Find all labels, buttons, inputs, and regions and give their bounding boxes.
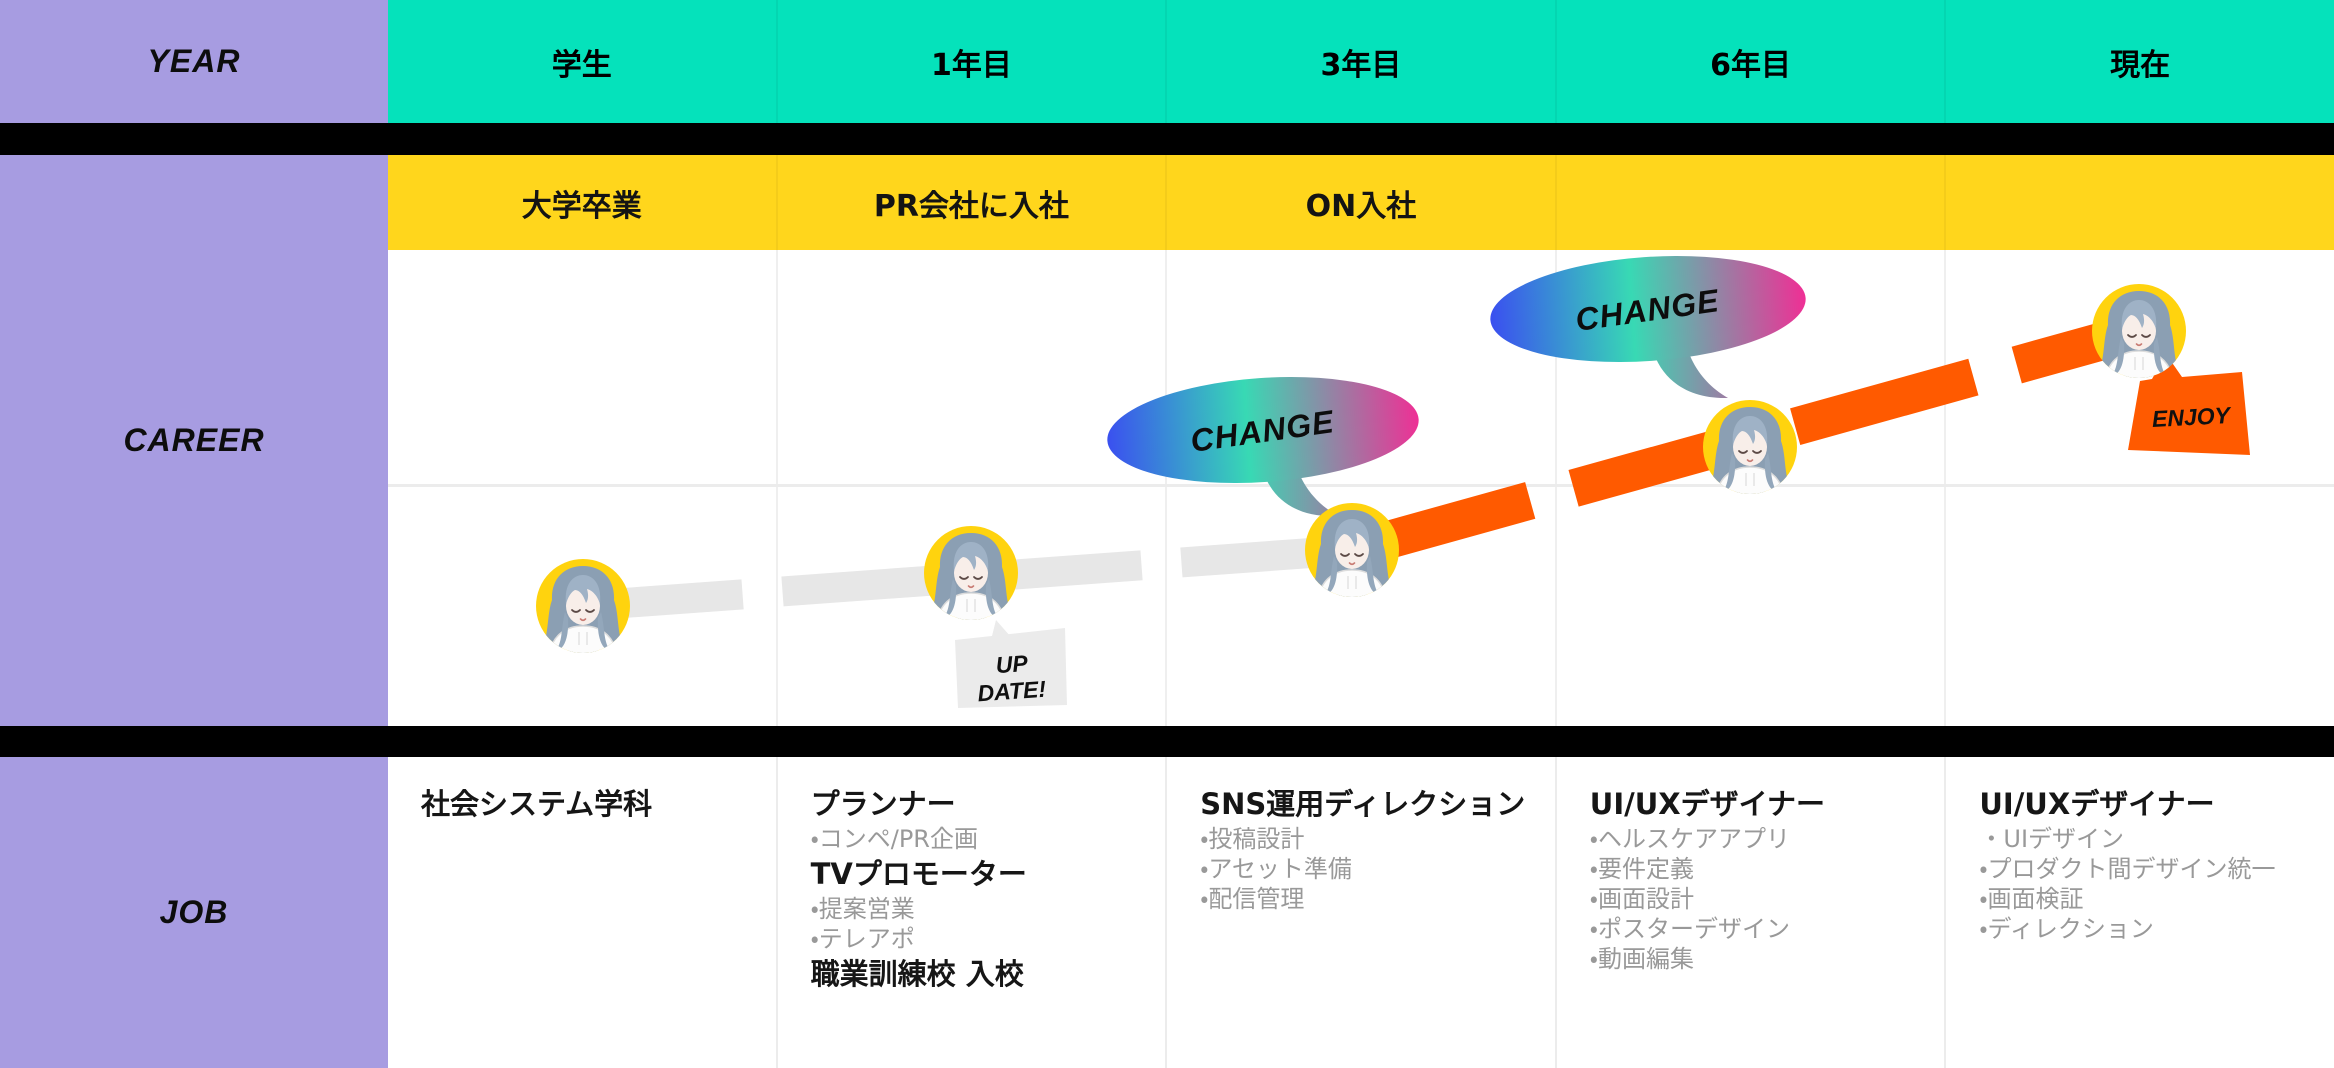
year-header-row: YEAR 学生 1年目 3年目 6年目 現在 [0,0,2334,123]
year-col-6th-year: 6年目 [1554,0,1945,123]
career-midline [388,484,2334,487]
career-canvas [388,250,2334,726]
job-title: UI/UXデザイナー [1979,787,2215,821]
column-separator [1165,250,1168,726]
milestone-pr-company: PR会社に入社 [775,155,1166,250]
job-bullet: ・アセット準備 [1200,855,1352,883]
job-title: プランナー [810,787,956,821]
job-col-now: UI/UXデザイナー・UIデザイン・プロダクト間デザイン統一・画面検証・ディレク… [1944,757,2334,1068]
job-bullet: ・配信管理 [1200,885,1305,913]
job-bullet: ・提案営業 [810,895,915,923]
job-title: SNS運用ディレクション [1200,787,1526,821]
career-row-label-cell: CAREER [0,155,388,726]
job-col-3rd-year: SNS運用ディレクション・投稿設計・アセット準備・配信管理 [1165,757,1555,1068]
job-bullet: ・画面設計 [1589,885,1694,913]
divider-bar-bottom [0,726,2334,757]
milestone-row: 大学卒業 PR会社に入社 ON入社 [388,155,2334,250]
milestone-on-join: ON入社 [1165,155,1555,250]
job-columns: 社会システム学科 プランナー・コンペ/PR企画 TVプロモーター・提案営業・テレア… [388,757,2334,1068]
year-col-now: 現在 [1944,0,2334,123]
job-title: 社会システム学科 [421,787,653,821]
year-col-1st-year: 1年目 [775,0,1166,123]
milestone-empty-1 [1554,155,1945,250]
career-row-label: CAREER [123,422,265,458]
job-bullet: ・コンペ/PR企画 [810,825,978,853]
job-row-label-cell: JOB [0,757,388,1068]
year-row-label: YEAR [147,43,241,79]
job-bullet: ・画面検証 [1979,885,2084,913]
job-bullet: ・プロダクト間デザイン統一 [1979,855,2276,883]
job-bullet: ・要件定義 [1589,855,1694,883]
job-bullet: ・UIデザイン [1979,825,2125,853]
career-section: CAREER 大学卒業 PR会社に入社 ON入社 [0,155,2334,726]
job-section: JOB 社会システム学科 プランナー・コンペ/PR企画 TVプロモーター・提案営業… [0,757,2334,1068]
year-row-label-cell: YEAR [0,0,388,123]
milestone-university-graduation: 大学卒業 [521,188,642,224]
job-bullet: ・ポスターデザイン [1589,915,1790,943]
job-bullet: ・テレアポ [810,925,915,953]
job-bullet: ・ヘルスケアアプリ [1589,825,1790,853]
job-row-label: JOB [159,894,229,930]
column-separator [1943,250,1946,726]
year-col-3rd-year: 3年目 [1165,0,1555,123]
column-separator [1554,250,1557,726]
job-title: 職業訓練校 入校 [810,957,1024,991]
column-separator [776,250,779,726]
divider-bar-top [0,123,2334,155]
job-title: TVプロモーター [810,857,1027,891]
year-col-student: 学生 [388,0,776,123]
job-bullet: ・ディレクション [1979,915,2154,943]
job-title: UI/UXデザイナー [1589,787,1826,821]
job-col-1st-year: プランナー・コンペ/PR企画 TVプロモーター・提案営業・テレアポ職業訓練校 入校 [775,757,1166,1068]
job-bullet: ・投稿設計 [1200,825,1305,853]
job-col-6th-year: UI/UXデザイナー・ヘルスケアアプリ・要件定義・画面設計・ポスターデザイン・動… [1554,757,1945,1068]
job-bullet: ・動画編集 [1589,945,1694,973]
job-col-student: 社会システム学科 [388,757,776,1068]
milestone-empty-2 [1944,155,2334,250]
